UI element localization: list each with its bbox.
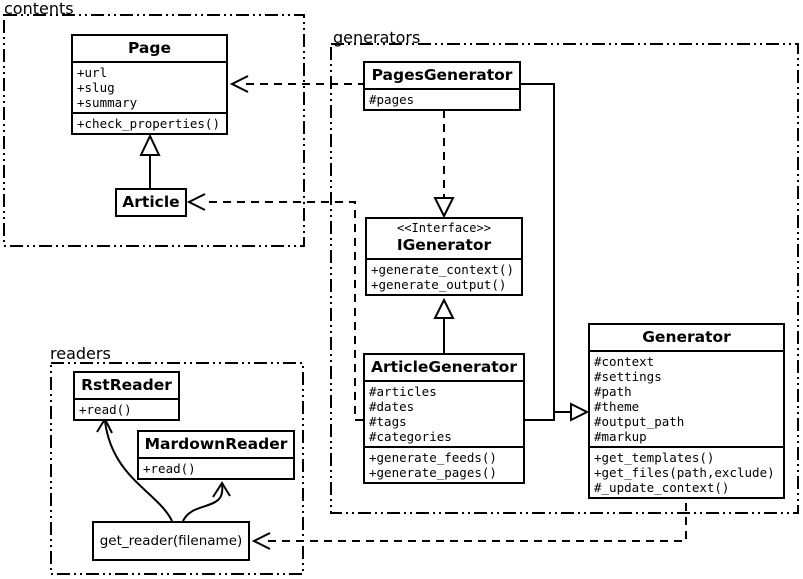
package-border-generators xyxy=(330,43,799,514)
methods-compartment: +read() xyxy=(75,398,178,419)
interface-stereotype: <<Interface>> xyxy=(397,221,491,235)
class-title: <<Interface>> IGenerator xyxy=(367,219,521,258)
open-arrowhead-at-article xyxy=(186,193,206,211)
class-box-generator: Generator #context #settings #path #them… xyxy=(588,323,785,499)
triangle-head-at-igenerator-bottom xyxy=(433,297,455,319)
class-box-pagesgenerator: PagesGenerator #pages xyxy=(363,61,521,111)
class-box-article: Article xyxy=(115,188,187,217)
attributes-compartment: #pages xyxy=(365,88,519,109)
package-border-contents xyxy=(3,14,305,247)
method-row: +generate_output() xyxy=(371,277,507,292)
package-label-generators: generators xyxy=(333,28,421,47)
attributes-compartment: +url +slug +summary xyxy=(73,61,226,112)
class-title: Generator xyxy=(642,328,731,346)
attribute-row: #markup xyxy=(594,429,647,444)
package-border-readers xyxy=(50,362,304,575)
class-title: MardownReader xyxy=(144,435,288,453)
method-row: +check_properties() xyxy=(77,116,220,131)
attribute-row: #categories xyxy=(369,429,452,444)
methods-compartment: +generate_context() +generate_output() xyxy=(367,258,521,294)
class-box-articlegenerator: ArticleGenerator #articles #dates #tags … xyxy=(363,353,525,484)
attribute-row: +url xyxy=(77,65,108,80)
attribute-row: #tags xyxy=(369,414,407,429)
class-box-mardownreader: MardownReader +read() xyxy=(137,430,295,480)
open-arrowhead-at-mardownreader xyxy=(212,481,231,498)
method-row: #_update_context() xyxy=(594,480,730,495)
package-label-contents: contents xyxy=(4,0,74,18)
open-arrowhead-at-page xyxy=(229,75,249,93)
methods-compartment: +generate_feeds() +generate_pages() xyxy=(365,446,523,482)
attribute-row: #output_path xyxy=(594,414,685,429)
attribute-row: #dates xyxy=(369,399,415,414)
call-curve-getreader-to-rstreader xyxy=(104,420,173,522)
method-row: +get_templates() xyxy=(594,450,715,465)
class-box-rstreader: RstReader +read() xyxy=(73,371,180,421)
generalization-trunk-to-generator xyxy=(521,83,555,421)
class-title: RstReader xyxy=(81,376,172,394)
triangle-head-at-page xyxy=(139,133,161,156)
method-row: +generate_pages() xyxy=(369,465,497,480)
attribute-row: #articles xyxy=(369,384,437,399)
class-title: PagesGenerator xyxy=(371,66,513,84)
dependency-line-articlegenerator-to-article xyxy=(203,201,363,421)
attribute-row: #theme xyxy=(594,399,640,414)
attribute-row: #path xyxy=(594,384,632,399)
methods-compartment: +read() xyxy=(139,457,293,478)
method-row: +read() xyxy=(143,461,196,476)
method-row: +get_files(path,exclude) xyxy=(594,465,775,480)
attribute-row: +slug xyxy=(77,80,115,95)
call-curve-getreader-to-mardownreader xyxy=(182,484,224,522)
dependency-line-generator-to-getreader xyxy=(266,503,687,542)
attribute-row: +summary xyxy=(77,95,138,110)
triangle-head-at-igenerator-top xyxy=(433,197,455,219)
attributes-compartment: #articles #dates #tags #categories xyxy=(365,380,523,446)
open-arrowhead-at-rstreader xyxy=(96,416,113,434)
class-title: Article xyxy=(122,193,180,211)
attribute-row: #settings xyxy=(594,369,662,384)
open-arrowhead-at-getreader xyxy=(251,532,271,550)
function-box-get-reader: get_reader(filename) xyxy=(92,521,250,561)
attribute-row: #pages xyxy=(369,92,415,107)
package-label-readers: readers xyxy=(50,344,111,363)
attributes-compartment: #context #settings #path #theme #output_… xyxy=(590,350,783,446)
triangle-head-at-generator xyxy=(570,402,590,422)
function-label: get_reader(filename) xyxy=(99,533,243,549)
class-box-igenerator: <<Interface>> IGenerator +generate_conte… xyxy=(365,217,523,296)
method-row: +generate_context() xyxy=(371,262,514,277)
method-row: +generate_feeds() xyxy=(369,450,497,465)
attribute-row: #context xyxy=(594,354,655,369)
class-title-text: IGenerator xyxy=(396,236,492,254)
class-title: ArticleGenerator xyxy=(371,358,517,376)
method-row: +read() xyxy=(79,402,132,417)
methods-compartment: +check_properties() xyxy=(73,112,226,133)
class-title: Page xyxy=(127,39,171,57)
class-box-page: Page +url +slug +summary +check_properti… xyxy=(71,34,228,135)
methods-compartment: +get_templates() +get_files(path,exclude… xyxy=(590,446,783,497)
